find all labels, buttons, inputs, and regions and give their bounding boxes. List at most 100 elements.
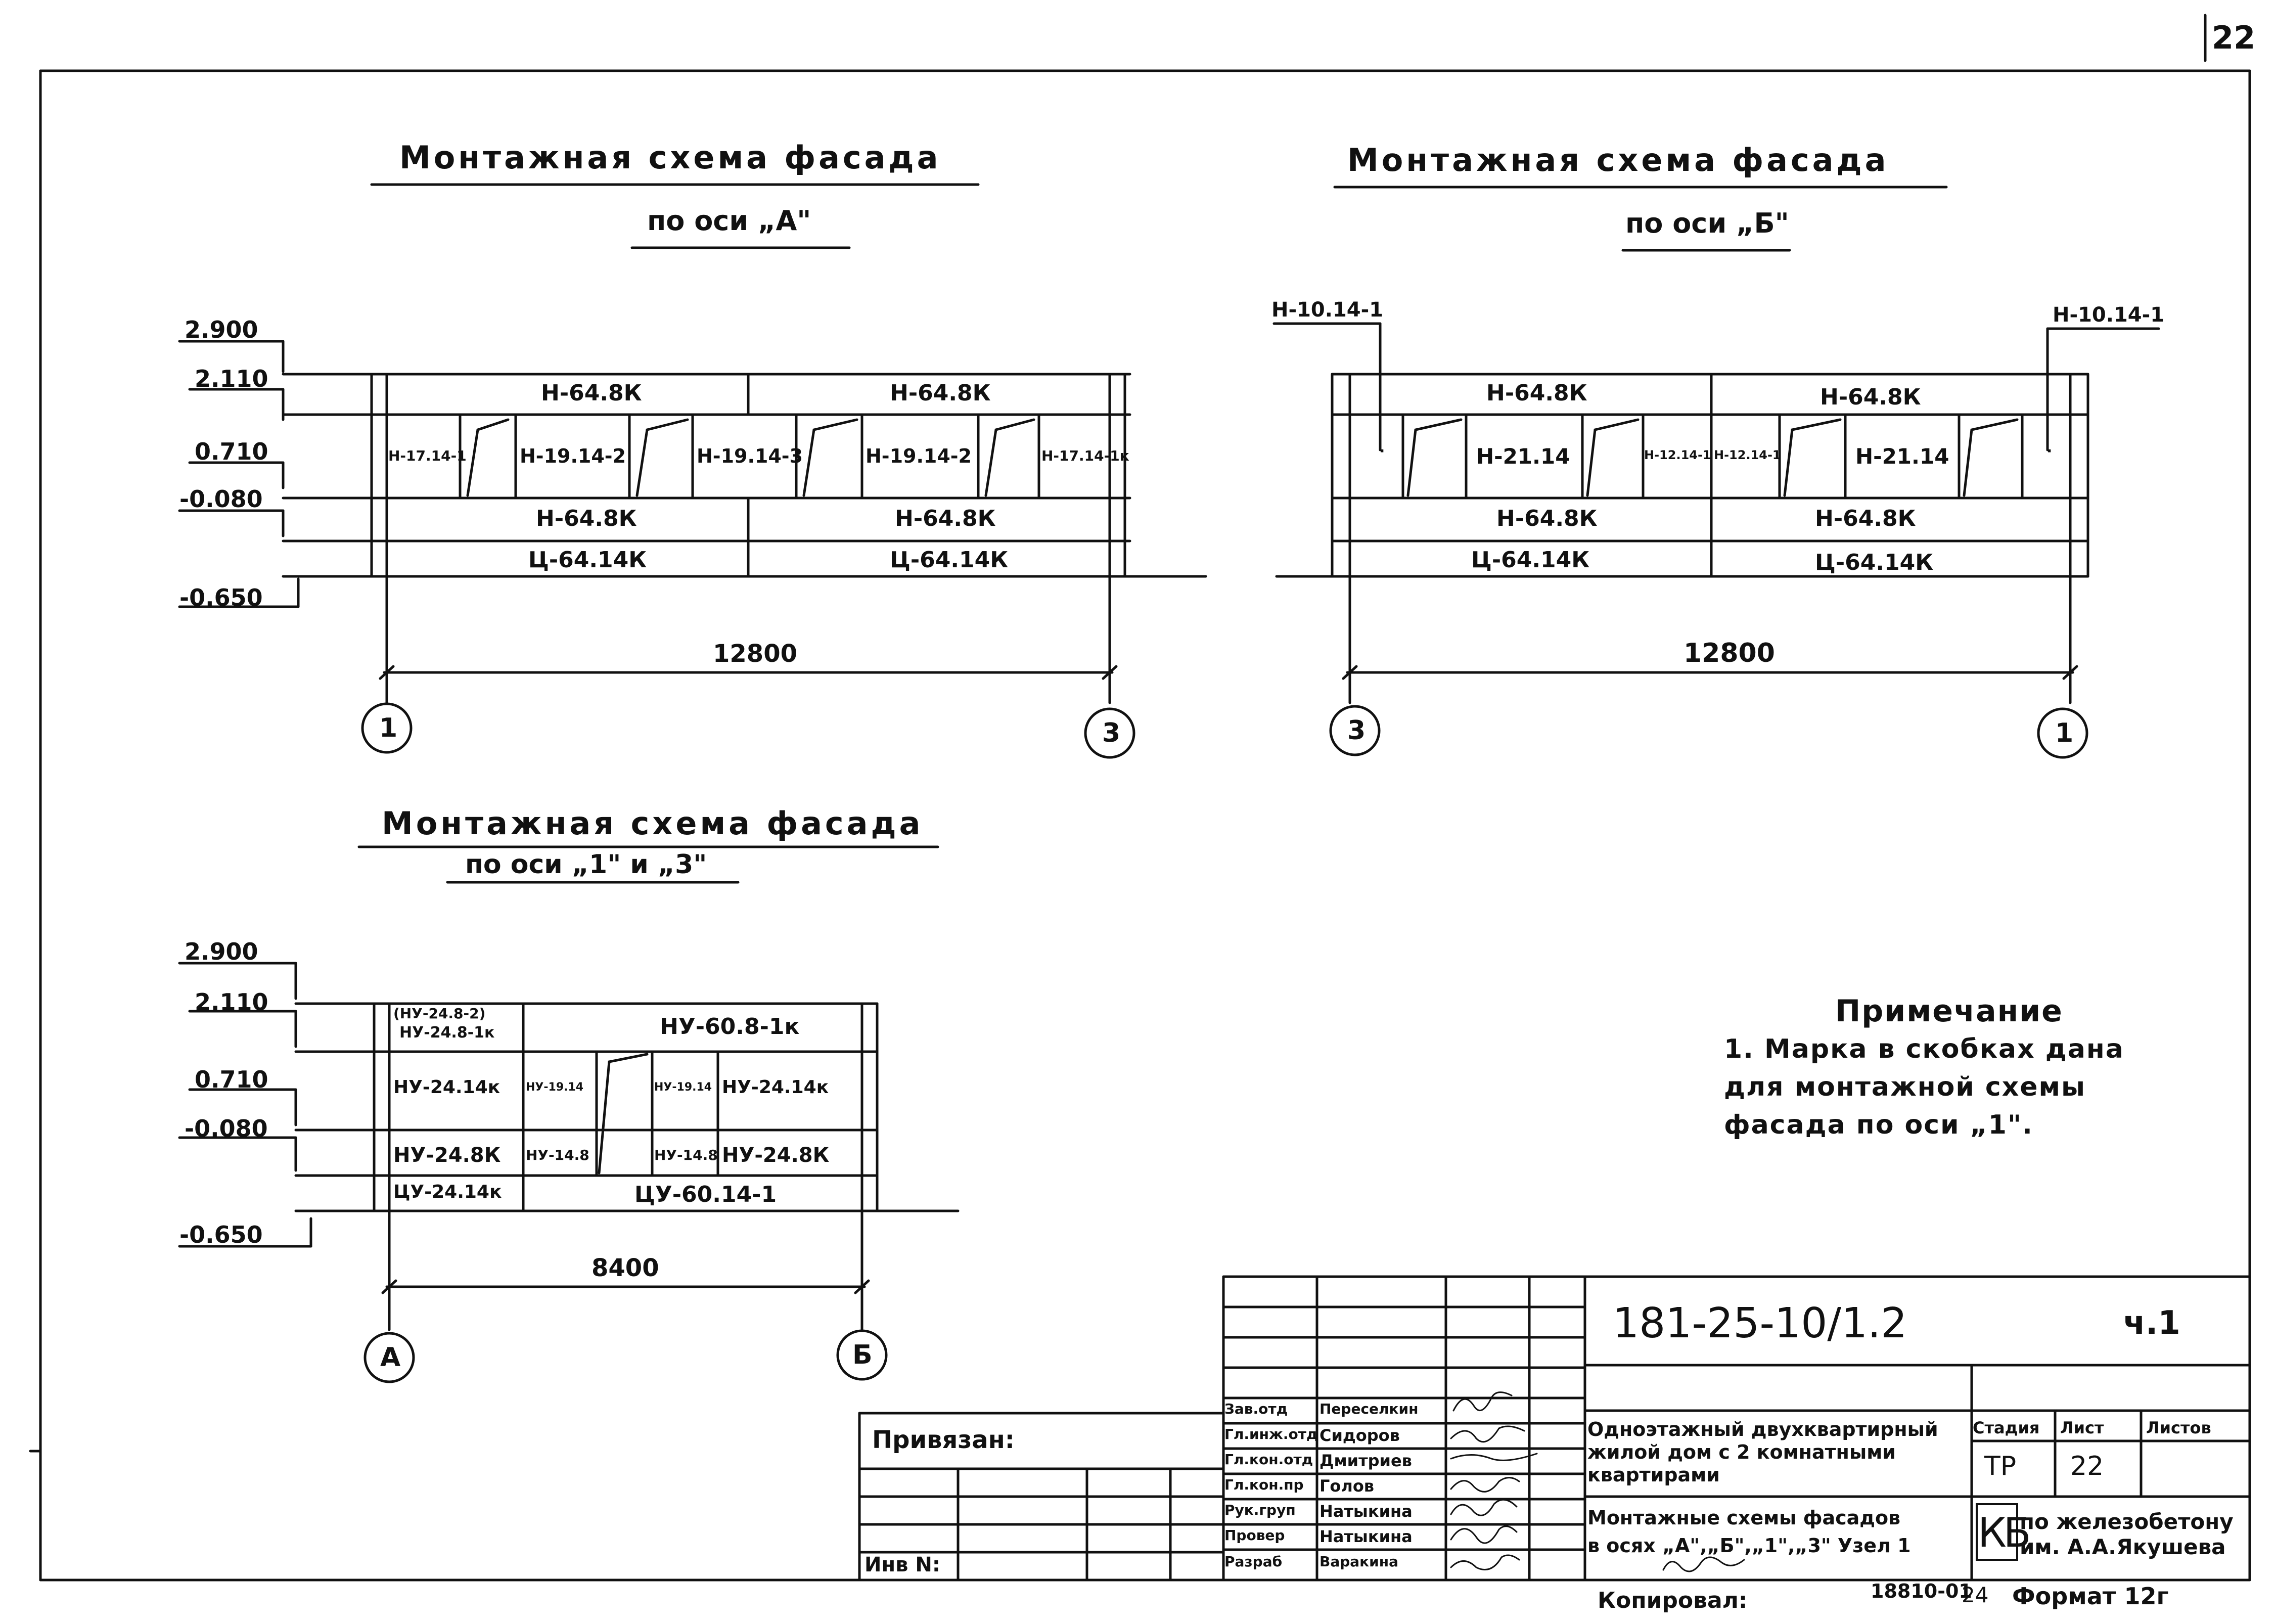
- title-block-lines: [858, 1275, 2251, 1582]
- fig-b-low-panel: Н-64.8К: [1815, 506, 1916, 531]
- fig-c-low-panel: НУ-24.8К: [722, 1144, 830, 1167]
- fig-b-low-panel: Н-64.8К: [1496, 506, 1598, 531]
- fig-b-top-panel: Н-64.8К: [1820, 384, 1921, 410]
- fig-c-dimension: 8400: [592, 1254, 659, 1282]
- fig-a-top-panel: Н-64.8К: [541, 380, 642, 406]
- fig-a-level-3: 0.710: [195, 438, 268, 465]
- fig-b-subtitle: по оси „Б": [1625, 207, 1789, 239]
- fig-a-title: Монтажная схема фасада: [399, 139, 941, 176]
- fig-b-axis-label: 3: [1347, 715, 1366, 746]
- fig-c-low-panel: НУ-24.8К: [393, 1144, 501, 1167]
- fig-b-dimension: 12800: [1684, 638, 1775, 668]
- fig-a-mid-panel: Н-19.14-2: [520, 445, 626, 467]
- sheet-title: Монтажные схемы фасадов: [1587, 1507, 1901, 1529]
- fig-b-axis-label: 1: [2055, 718, 2074, 748]
- fig-a-base-panel: Ц-64.14К: [528, 547, 647, 573]
- role-label: Гл.кон.отд: [1224, 1451, 1313, 1468]
- fig-c-top-panel-bracket: (НУ-24.8-2): [393, 1005, 486, 1022]
- project-title: жилой дом с 2 комнатными: [1587, 1441, 1896, 1463]
- note-line: фасада по оси „1".: [1724, 1110, 2033, 1140]
- fig-a-level-5: -0.650: [179, 584, 263, 611]
- fig-a-low-panel: Н-64.8К: [536, 506, 637, 531]
- fig-c-mid-panel: НУ-19.14: [654, 1081, 712, 1094]
- fig-b-title: Монтажная схема фасада: [1347, 142, 1889, 178]
- fig-b-lines: [1272, 186, 2160, 759]
- note-line: 1. Марка в скобках дана: [1724, 1034, 2124, 1064]
- stage-value: ТР: [1984, 1451, 2017, 1481]
- fig-c-level-4: -0.080: [185, 1115, 268, 1142]
- fig-b-top-panel: Н-64.8К: [1486, 380, 1587, 406]
- fig-c-low-panel: НУ-14.8: [654, 1147, 718, 1163]
- fig-a-base-panel: Ц-64.14К: [890, 547, 1009, 573]
- role-label: Зав.отд: [1224, 1401, 1288, 1417]
- fig-c-low-panel: НУ-14.8: [526, 1147, 589, 1163]
- inv-label: Инв N:: [864, 1553, 940, 1576]
- fig-c-level-3: 0.710: [195, 1066, 268, 1093]
- fig-b-mid-panel: Н-21.14: [1476, 444, 1570, 469]
- note-line: для монтажной схемы: [1724, 1072, 2086, 1102]
- sheet-frame: [39, 14, 2251, 1582]
- sheet-number: 22: [2212, 19, 2256, 56]
- sheet-title: в осях „А",„Б",„1",„3" Узел 1: [1587, 1535, 1911, 1557]
- sheet-value: 22: [2070, 1451, 2104, 1481]
- fig-b-mid-panel: Н-21.14: [1855, 444, 1949, 469]
- organization-name: им. А.А.Якушева: [2020, 1535, 2226, 1559]
- fig-a-level-4: -0.080: [179, 485, 263, 513]
- fig-c-lines: [178, 845, 960, 1383]
- fig-b-mid-marker: ·: [1379, 442, 1385, 460]
- sheet-format: Формат 12г: [2012, 1583, 2169, 1610]
- fig-a-level-2: 2.110: [195, 365, 268, 392]
- person-name: Переселкин: [1320, 1401, 1419, 1417]
- fig-a-subtitle: по оси „А": [647, 205, 811, 237]
- role-label: Провер: [1224, 1527, 1285, 1544]
- fig-b-mid-marker: ·: [2046, 442, 2053, 460]
- person-name: Сидоров: [1320, 1426, 1400, 1445]
- project-title: квартирами: [1587, 1464, 1720, 1486]
- fig-c-top-panel: НУ-24.8-1к: [399, 1024, 495, 1042]
- organization-logo: КБ: [1978, 1509, 2031, 1556]
- stage-label: Стадия: [1973, 1418, 2040, 1437]
- fig-a-lines: [178, 183, 1207, 759]
- sheets-label: Листов: [2146, 1418, 2211, 1437]
- copied-by-label: Копировал:: [1598, 1588, 1748, 1613]
- doc-part: ч.1: [2123, 1304, 2180, 1342]
- role-label: Рук.груп: [1224, 1502, 1296, 1518]
- fig-a-dimension: 12800: [713, 640, 797, 668]
- organization-name: по железобетону: [2020, 1509, 2234, 1534]
- order-sheet: 24: [1962, 1583, 1989, 1607]
- fig-c-level-2: 2.110: [195, 988, 268, 1016]
- sheet-label: Лист: [2060, 1418, 2104, 1437]
- fig-c-axis-label: А: [380, 1342, 401, 1373]
- note-heading: Примечание: [1835, 994, 2063, 1029]
- fig-a-mid-panel: Н-19.14-2: [866, 445, 972, 467]
- role-label: Разраб: [1224, 1553, 1283, 1570]
- fig-c-title: Монтажная схема фасада: [382, 805, 924, 842]
- fig-c-base-panel: ЦУ-60.14-1: [634, 1182, 777, 1207]
- role-label: Гл.инж.отд: [1224, 1426, 1318, 1442]
- fig-c-subtitle: по оси „1" и „3": [465, 849, 707, 880]
- fig-c-mid-panel: НУ-24.14к: [393, 1077, 500, 1098]
- person-name: Варакина: [1320, 1553, 1399, 1570]
- fig-b-mid-panel: Н-12.14-1: [1644, 448, 1711, 462]
- fig-c-base-panel: ЦУ-24.14к: [393, 1182, 502, 1202]
- fig-c-mid-panel: НУ-24.14к: [722, 1077, 829, 1098]
- signatures: [1450, 1391, 1745, 1572]
- doc-code: 181-25-10/1.2: [1613, 1299, 1907, 1347]
- fig-a-axis-label: 1: [379, 713, 398, 743]
- person-name: Дмитриев: [1320, 1451, 1412, 1470]
- fig-b-callout: Н-10.14-1: [2053, 303, 2165, 327]
- privyazan-label: Привязан:: [872, 1426, 1015, 1454]
- fig-a-top-panel: Н-64.8К: [890, 380, 991, 406]
- fig-a-level-1: 2.900: [185, 316, 258, 343]
- fig-a-mid-panel: Н-17.14-1к: [1041, 447, 1129, 464]
- project-title: Одноэтажный двухквартирный: [1587, 1418, 1938, 1440]
- fig-c-level-1: 2.900: [185, 938, 258, 965]
- role-label: Гл.кон.пр: [1224, 1476, 1304, 1493]
- fig-a-low-panel: Н-64.8К: [895, 506, 996, 531]
- fig-a-mid-panel: Н-17.14-1: [388, 447, 467, 464]
- fig-a-mid-panel: Н-19.14-3: [697, 445, 803, 467]
- fig-b-base-panel: Ц-64.14К: [1471, 547, 1590, 573]
- order-number: 18810-01: [1871, 1580, 1972, 1602]
- person-name: Натыкина: [1320, 1527, 1413, 1546]
- person-name: Натыкина: [1320, 1502, 1413, 1521]
